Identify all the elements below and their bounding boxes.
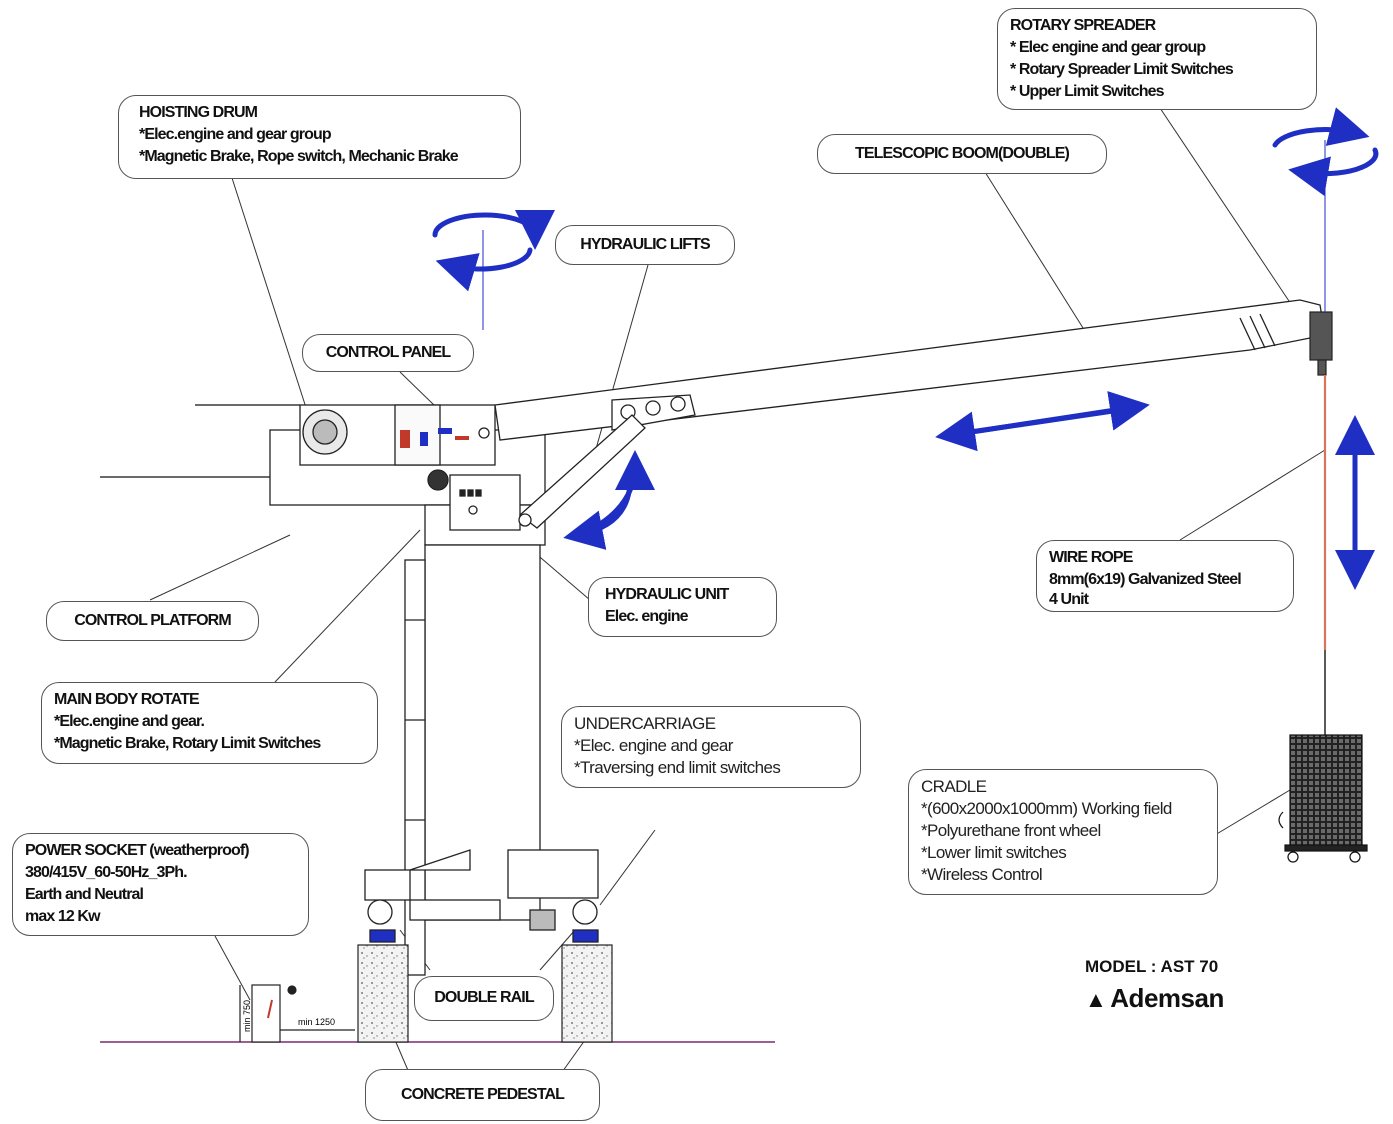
- undercarriage-title: UNDERCARRIAGE: [574, 714, 716, 733]
- telescopic-boom: [494, 299, 1326, 441]
- power-socket-line-2: Earth and Neutral: [25, 886, 144, 903]
- double-rail-title: DOUBLE RAIL: [434, 989, 534, 1006]
- dim-min-1250: min 1250: [298, 1017, 335, 1027]
- dim-min-750: min 750: [242, 1000, 252, 1032]
- rotary-spreader-line-2: * Rotary Spreader Limit Switches: [1010, 61, 1234, 78]
- model-label: MODEL : AST 70: [1085, 957, 1219, 976]
- wire-rope-title: WIRE ROPE: [1049, 549, 1133, 566]
- concrete-pedestals: [357, 944, 613, 1043]
- cradle: [1278, 734, 1368, 863]
- main-body-rotate-line-1: *Elec.engine and gear.: [54, 713, 205, 730]
- hoisting-drum-line-1: *Elec.engine and gear group: [139, 126, 332, 143]
- control-platform-title: CONTROL PLATFORM: [74, 612, 231, 629]
- callout-hydraulic-lifts: HYDRAULIC LIFTS: [555, 225, 735, 265]
- callout-main-body-rotate: MAIN BODY ROTATE *Elec.engine and gear. …: [41, 682, 378, 764]
- callout-wire-rope: WIRE ROPE 8mm(6x19) Galvanized Steel 4 U…: [1036, 540, 1294, 612]
- rotary-spreader-line-1: * Elec engine and gear group: [1010, 39, 1206, 56]
- control-panel-marks: [400, 428, 469, 448]
- cradle-line-1: *(600x2000x1000mm) Working field: [921, 799, 1172, 818]
- hydraulic-unit-title: HYDRAULIC UNIT: [605, 586, 729, 603]
- wire-rope-line-1: 8mm(6x19) Galvanized Steel: [1049, 571, 1242, 588]
- cradle-title: CRADLE: [921, 777, 987, 796]
- power-socket-line-1: 380/415V_60-50Hz_3Ph.: [25, 864, 188, 881]
- power-socket-line-3: max 12 Kw: [25, 908, 101, 925]
- callout-control-panel: CONTROL PANEL: [302, 334, 474, 372]
- brand-name: Ademsan: [1110, 983, 1224, 1013]
- cradle-line-3: *Lower limit switches: [921, 843, 1067, 862]
- undercarriage-line-1: *Elec. engine and gear: [574, 736, 733, 755]
- hydraulic-cylinder: [518, 414, 646, 529]
- brand-name-block: ▲Ademsan: [1085, 983, 1224, 1014]
- cradle-line-2: *Polyurethane front wheel: [921, 821, 1101, 840]
- ademsan-logo-icon: ▲: [1085, 987, 1107, 1012]
- callout-rotary-spreader: ROTARY SPREADER * Elec engine and gear g…: [997, 8, 1317, 110]
- main-body-rotate-line-2: *Magnetic Brake, Rotary Limit Switches: [54, 735, 321, 752]
- hoisting-drum-line-2: *Magnetic Brake, Rope switch, Mechanic B…: [139, 148, 459, 165]
- callout-power-socket: POWER SOCKET (weatherproof) 380/415V_60-…: [12, 833, 309, 936]
- callout-telescopic-boom: TELESCOPIC BOOM(DOUBLE): [817, 134, 1107, 174]
- callout-concrete-pedestal: CONCRETE PEDESTAL: [365, 1069, 600, 1121]
- callout-control-platform: CONTROL PLATFORM: [46, 601, 259, 641]
- rotary-spreader-head: [1309, 311, 1333, 376]
- wire-rope-line-2: 4 Unit: [1049, 591, 1089, 608]
- undercarriage-line-2: *Traversing end limit switches: [574, 758, 781, 777]
- callout-hoisting-drum: HOISTING DRUM *Elec.engine and gear grou…: [118, 95, 521, 179]
- hydraulic-unit-line-1: Elec. engine: [605, 608, 688, 625]
- main-body-rotate-title: MAIN BODY ROTATE: [54, 691, 200, 708]
- telescopic-boom-title: TELESCOPIC BOOM(DOUBLE): [855, 145, 1070, 162]
- control-panel-title: CONTROL PANEL: [325, 344, 452, 361]
- callout-double-rail: DOUBLE RAIL: [414, 976, 554, 1021]
- power-socket: [239, 984, 355, 1043]
- callout-hydraulic-unit: HYDRAULIC UNIT Elec. engine: [588, 577, 777, 637]
- hoisting-drum-title: HOISTING DRUM: [139, 104, 258, 121]
- rotary-spreader-title: ROTARY SPREADER: [1010, 17, 1156, 34]
- cradle-line-4: *Wireless Control: [921, 865, 1043, 884]
- callout-undercarriage: UNDERCARRIAGE *Elec. engine and gear *Tr…: [561, 706, 861, 788]
- callout-cradle: CRADLE *(600x2000x1000mm) Working field …: [908, 769, 1218, 895]
- hydraulic-lifts-title: HYDRAULIC LIFTS: [580, 236, 711, 253]
- power-socket-title: POWER SOCKET (weatherproof): [25, 842, 250, 859]
- concrete-pedestal-title: CONCRETE PEDESTAL: [400, 1086, 565, 1103]
- rotary-spreader-line-3: * Upper Limit Switches: [1010, 83, 1164, 100]
- undercarriage: [364, 849, 599, 943]
- motion-arrows: [432, 107, 1379, 590]
